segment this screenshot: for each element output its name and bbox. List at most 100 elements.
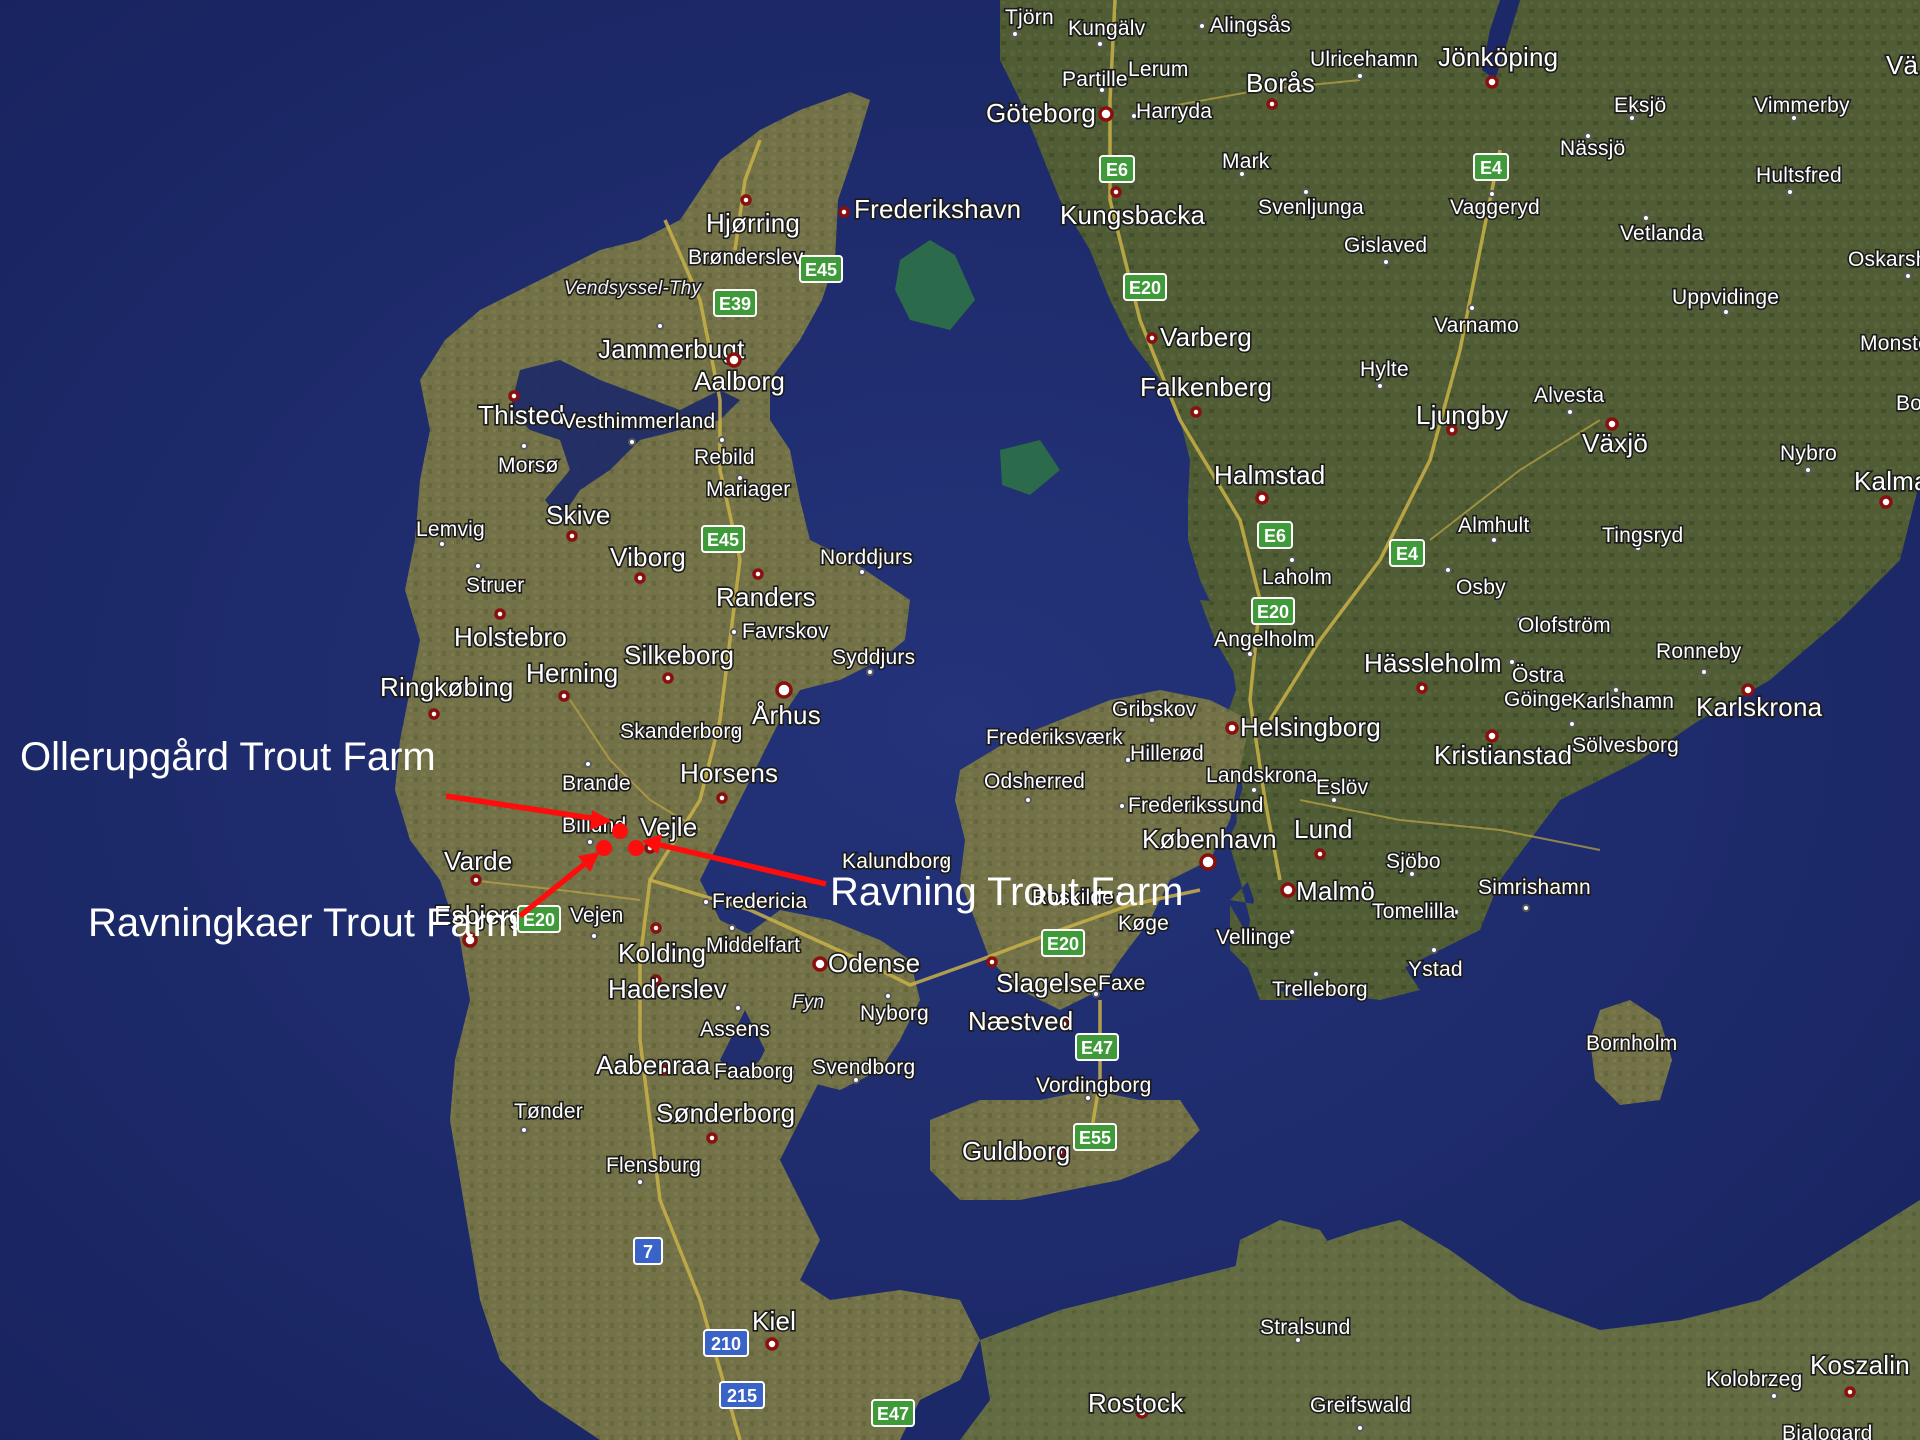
place-osby: Osby [1444, 566, 1508, 601]
place-svendborg: Svendborg [810, 1054, 917, 1084]
svg-text:Vetlanda: Vetlanda [1620, 222, 1703, 245]
svg-text:Lerum: Lerum [1128, 58, 1189, 81]
place-goteborg: Göteborg [984, 96, 1114, 130]
place-lund: Lund [1292, 812, 1354, 860]
skane-land [1200, 600, 1600, 990]
svg-text:Århus: Århus [752, 700, 821, 730]
place-gribskov: Gribskov [1110, 696, 1198, 724]
svg-text:Vejle: Vejle [640, 812, 697, 842]
svg-text:Esbjerg: Esbjerg [434, 900, 524, 930]
svg-text:Vellinge: Vellinge [1216, 926, 1291, 949]
svg-text:Kungälv: Kungälv [1068, 17, 1146, 40]
place-kungalv: Kungälv [1066, 15, 1147, 48]
svg-text:E47: E47 [877, 1404, 909, 1424]
laeso-island [895, 240, 975, 330]
place-varnamo: Varnamo [1432, 304, 1520, 339]
ollerupgard-farm-marker[interactable] [612, 823, 628, 839]
svg-text:Monste: Monste [1860, 332, 1920, 355]
svg-text:7: 7 [643, 1242, 653, 1262]
place-randers: Randers [714, 568, 817, 614]
place-hylte: Hylte [1358, 356, 1410, 390]
place-kalmar: Kalmar [1852, 464, 1920, 509]
svg-text:Odense: Odense [828, 948, 920, 978]
place-vetlanda: Vetlanda [1618, 214, 1705, 247]
shield-7: 7 [633, 1237, 663, 1265]
svg-text:Vimmerby: Vimmerby [1754, 94, 1850, 117]
place-sjobo: Sjöbo [1384, 848, 1442, 878]
svg-text:215: 215 [727, 1386, 757, 1406]
svg-text:Skive: Skive [546, 500, 611, 530]
place-thisted: Thisted [476, 390, 566, 432]
place-bo: Bo [1894, 390, 1920, 416]
place-helsingborg: Helsingborg [1225, 710, 1382, 744]
ravning-farm-marker[interactable] [628, 840, 644, 856]
place-frederikshavn: Frederikshavn [838, 192, 1023, 226]
place-varberg: Varberg [1146, 320, 1253, 354]
svg-text:Bialogard: Bialogard [1782, 1422, 1873, 1440]
svg-text:Frederikshavn: Frederikshavn [854, 194, 1021, 224]
svg-text:E4: E4 [1396, 544, 1418, 564]
shield-e4-north: E4 [1473, 153, 1509, 181]
place-greifswald: Greifswald [1308, 1392, 1413, 1432]
svg-text:Svenljunga: Svenljunga [1258, 196, 1364, 219]
place-koszalin: Koszalin [1808, 1348, 1911, 1398]
svg-text:E20: E20 [1257, 602, 1289, 622]
svg-text:Silkeborg: Silkeborg [624, 640, 734, 670]
place-skanderborg: Skanderborg [618, 718, 743, 744]
svg-text:Hylte: Hylte [1360, 358, 1409, 381]
svg-text:Tomelilla: Tomelilla [1372, 900, 1456, 923]
svg-text:Roskilde: Roskilde [1032, 886, 1114, 909]
place-falkenberg: Falkenberg [1138, 370, 1273, 418]
place-assens: Assens [698, 1004, 771, 1043]
place-mark: Mark [1220, 148, 1271, 178]
svg-text:Nässjö: Nässjö [1560, 137, 1625, 160]
ravning-arrowhead [642, 834, 662, 854]
svg-text:Alingsås: Alingsås [1210, 14, 1291, 37]
svg-text:Harryda: Harryda [1136, 100, 1212, 123]
place-jammerbugt: Jammerbugt [596, 322, 746, 366]
shield-e20-zealand: E20 [1041, 929, 1085, 957]
shield-e55: E55 [1073, 1123, 1117, 1151]
shield-e20-north: E20 [1123, 273, 1167, 301]
place-va: Vä [1884, 48, 1920, 81]
place-oskarsh: Oskarsh [1846, 246, 1920, 280]
svg-text:E20: E20 [523, 910, 555, 930]
svg-text:Varnamo: Varnamo [1434, 314, 1519, 337]
ravning-label: Ravning Trout Farm [830, 870, 1183, 914]
svg-text:Gribskov: Gribskov [1112, 698, 1197, 721]
svg-text:Alvesta: Alvesta [1534, 384, 1604, 407]
svg-text:Syddjurs: Syddjurs [832, 646, 915, 669]
svg-text:Rebild: Rebild [694, 446, 755, 469]
svg-text:Vendsyssel-Thy: Vendsyssel-Thy [564, 278, 703, 299]
place-monste: Monste [1858, 330, 1920, 356]
svg-text:Struer: Struer [466, 574, 524, 597]
place-eksjo: Eksjö [1612, 92, 1668, 122]
svg-text:Slagelse: Slagelse [996, 968, 1097, 998]
place-kiel: Kiel [750, 1304, 798, 1351]
place-koge: Køge [1116, 910, 1170, 936]
svg-text:Angelholm: Angelholm [1214, 628, 1315, 651]
place-alingsas: Alingsås [1198, 12, 1292, 39]
lake-vattern [1482, 0, 1520, 80]
place-bronderslev: Brønderslev [686, 244, 805, 270]
svg-text:Jönköping: Jönköping [1438, 42, 1558, 72]
svg-text:Hässleholm: Hässleholm [1364, 648, 1502, 678]
place-vendsyssel-thy: Vendsyssel-Thy [562, 276, 704, 300]
place-vaxjo: Växjö [1580, 417, 1649, 460]
trout-farm-annotations: Ollerupgård Trout Farm Ravning Trout Far… [20, 735, 1183, 945]
place-vesthimmerland: Vesthimmerland [560, 408, 717, 446]
place-gislaved: Gislaved [1342, 232, 1429, 266]
svg-text:Kolobrzeg: Kolobrzeg [1706, 1368, 1802, 1391]
svg-text:E45: E45 [707, 530, 739, 550]
place-karlshamn: Karlshamn [1570, 686, 1676, 715]
place-struer: Struer [464, 562, 526, 599]
shield-e4-south: E4 [1389, 539, 1425, 567]
road-network [469, 0, 1601, 1440]
svg-text:Kalundborg: Kalundborg [842, 850, 951, 873]
place-kristianstad: Kristianstad [1432, 729, 1574, 772]
place-bialogard: Bialogard [1780, 1420, 1874, 1440]
place-naestved: Næstved [966, 1004, 1074, 1037]
germany-land [960, 1200, 1920, 1440]
place-solvesborg: Sölvesborg [1568, 720, 1680, 759]
